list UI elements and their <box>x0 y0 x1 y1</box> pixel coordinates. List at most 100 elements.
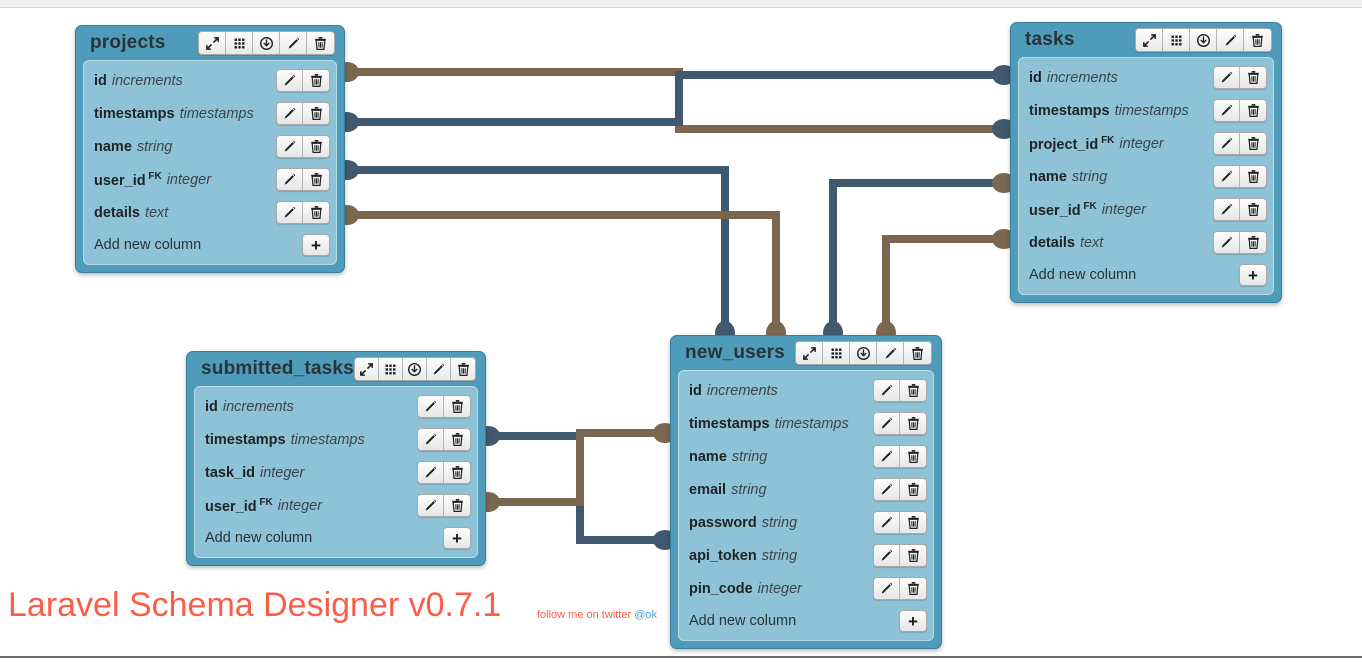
grid-icon[interactable] <box>823 342 850 364</box>
add-column-button[interactable]: + <box>443 527 471 549</box>
table-header-new_users[interactable]: new_users <box>678 336 934 370</box>
delete-column-icon[interactable] <box>303 136 329 157</box>
add-column-button[interactable]: + <box>302 234 330 256</box>
delete-column-icon[interactable] <box>444 429 470 450</box>
delete-column-icon[interactable] <box>900 479 926 500</box>
column-actions[interactable] <box>276 102 330 125</box>
column-actions[interactable] <box>276 135 330 158</box>
edit-column-icon[interactable] <box>874 446 900 467</box>
edit-column-icon[interactable] <box>418 429 444 450</box>
delete-icon[interactable] <box>1244 29 1271 51</box>
edit-column-icon[interactable] <box>277 70 303 91</box>
table-header-tasks[interactable]: tasks <box>1018 23 1274 57</box>
delete-icon[interactable] <box>307 32 334 54</box>
edit-column-icon[interactable] <box>874 512 900 533</box>
table-toolbar-projects[interactable] <box>198 31 335 55</box>
edit-column-icon[interactable] <box>874 545 900 566</box>
download-icon[interactable] <box>1190 29 1217 51</box>
delete-column-icon[interactable] <box>900 413 926 434</box>
delete-column-icon[interactable] <box>900 446 926 467</box>
table-header-submitted_tasks[interactable]: submitted_tasks <box>194 352 478 386</box>
delete-column-icon[interactable] <box>444 495 470 516</box>
grid-icon[interactable] <box>1163 29 1190 51</box>
delete-column-icon[interactable] <box>1240 199 1266 220</box>
delete-icon[interactable] <box>904 342 931 364</box>
edit-column-icon[interactable] <box>1214 166 1240 187</box>
column-actions[interactable] <box>873 379 927 402</box>
table-toolbar-submitted_tasks[interactable] <box>353 357 476 381</box>
edit-column-icon[interactable] <box>277 103 303 124</box>
download-icon[interactable] <box>253 32 280 54</box>
delete-column-icon[interactable] <box>900 578 926 599</box>
edit-column-icon[interactable] <box>418 462 444 483</box>
edit-icon[interactable] <box>877 342 904 364</box>
grid-icon[interactable] <box>378 358 404 380</box>
column-actions[interactable] <box>417 461 471 484</box>
edit-column-icon[interactable] <box>1214 133 1240 154</box>
delete-column-icon[interactable] <box>303 202 329 223</box>
table-toolbar-new_users[interactable] <box>795 341 932 365</box>
edit-column-icon[interactable] <box>418 396 444 417</box>
edit-column-icon[interactable] <box>874 479 900 500</box>
column-actions[interactable] <box>873 577 927 600</box>
delete-column-icon[interactable] <box>1240 166 1266 187</box>
edit-column-icon[interactable] <box>277 136 303 157</box>
column-actions[interactable] <box>417 428 471 451</box>
edit-column-icon[interactable] <box>1214 67 1240 88</box>
edit-column-icon[interactable] <box>418 495 444 516</box>
column-actions[interactable] <box>1213 132 1267 155</box>
delete-column-icon[interactable] <box>303 103 329 124</box>
delete-column-icon[interactable] <box>1240 67 1266 88</box>
delete-column-icon[interactable] <box>1240 133 1266 154</box>
add-column-row[interactable]: Add new column+ <box>1024 259 1268 291</box>
resize-icon[interactable] <box>796 342 823 364</box>
edit-column-icon[interactable] <box>874 380 900 401</box>
delete-column-icon[interactable] <box>444 396 470 417</box>
column-actions[interactable] <box>276 69 330 92</box>
delete-column-icon[interactable] <box>303 70 329 91</box>
column-actions[interactable] <box>417 494 471 517</box>
twitter-handle-link[interactable]: @ok <box>634 609 657 621</box>
delete-column-icon[interactable] <box>900 512 926 533</box>
edit-column-icon[interactable] <box>1214 199 1240 220</box>
resize-icon[interactable] <box>354 358 379 380</box>
column-actions[interactable] <box>873 478 927 501</box>
delete-column-icon[interactable] <box>1240 232 1266 253</box>
resize-icon[interactable] <box>199 32 226 54</box>
download-icon[interactable] <box>403 358 428 380</box>
column-actions[interactable] <box>1213 66 1267 89</box>
edit-column-icon[interactable] <box>1214 100 1240 121</box>
edit-icon[interactable] <box>427 358 452 380</box>
column-actions[interactable] <box>873 511 927 534</box>
edit-column-icon[interactable] <box>1214 232 1240 253</box>
column-actions[interactable] <box>276 201 330 224</box>
add-column-row[interactable]: Add new column+ <box>200 522 472 554</box>
edit-column-icon[interactable] <box>277 169 303 190</box>
edit-column-icon[interactable] <box>874 578 900 599</box>
delete-column-icon[interactable] <box>444 462 470 483</box>
delete-column-icon[interactable] <box>303 169 329 190</box>
add-column-row[interactable]: Add new column+ <box>89 229 331 261</box>
column-actions[interactable] <box>417 395 471 418</box>
edit-icon[interactable] <box>280 32 307 54</box>
edit-column-icon[interactable] <box>277 202 303 223</box>
add-column-button[interactable]: + <box>1239 264 1267 286</box>
delete-column-icon[interactable] <box>900 545 926 566</box>
delete-column-icon[interactable] <box>900 380 926 401</box>
